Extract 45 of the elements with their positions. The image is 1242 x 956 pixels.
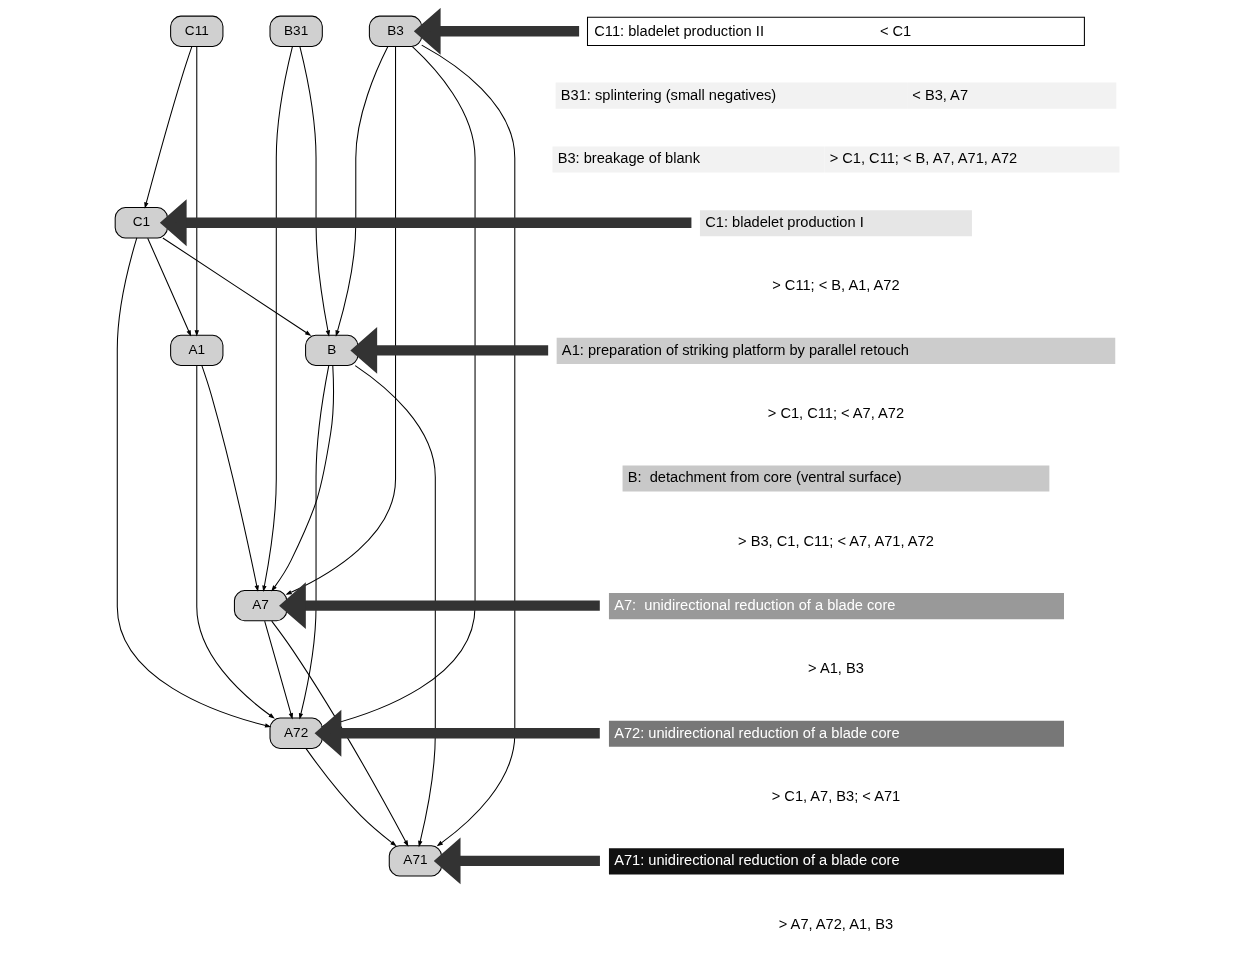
arrow (195, 365, 275, 719)
arrow (335, 46, 388, 337)
arrow (433, 837, 600, 885)
node-box: A1 (169, 334, 223, 367)
node-box: A71 (388, 845, 442, 877)
arrow (194, 46, 199, 337)
arrow (261, 46, 293, 592)
node-box: C11 (169, 15, 223, 47)
node-label: > A7, A72, A1, B3 (778, 915, 893, 932)
arrow (159, 199, 691, 247)
arrow (146, 237, 191, 337)
arrow (298, 365, 329, 720)
node-box: A1: preparation of striking platform by parallel retouch (556, 337, 1115, 364)
node-label: > C1, A7, B3; < A71 (771, 787, 900, 804)
arrow (314, 709, 600, 757)
arrow (200, 365, 259, 592)
node-label: > C11; < B, A1, A72 (771, 277, 900, 294)
node-box: A71: unidirectional reduction of a blade core (608, 848, 1064, 875)
node-box: A7: unidirectional reduction of a blade core (608, 593, 1064, 620)
arrow (349, 326, 548, 374)
node-box: C1: bladelet production I (699, 210, 972, 237)
arrow (305, 748, 397, 847)
arrow (354, 365, 436, 848)
arrow (278, 582, 600, 630)
node-box: A72: unidirectional reduction of a blade core (608, 720, 1064, 747)
node-box: A72 (269, 717, 323, 749)
arrow (263, 620, 293, 720)
arrow (143, 46, 192, 209)
node-box: B: detachment from core (ventral surface) (622, 465, 1049, 492)
node-box: B (304, 334, 358, 367)
arrow (116, 237, 271, 728)
node-box: A7 (233, 589, 287, 622)
node-label: > A1, B3 (807, 660, 864, 677)
arrow (420, 44, 515, 847)
node-label: > C1, C11; < A7, A72 (767, 405, 904, 422)
arrow (161, 237, 311, 336)
arrow (270, 365, 334, 592)
arrow (413, 8, 579, 55)
arrow (270, 620, 408, 847)
arrow (298, 46, 330, 337)
node-box: B31 (269, 15, 323, 47)
node-label: > B3, C1, C11; < A7, A71, A72 (737, 532, 934, 549)
arrow (284, 46, 396, 595)
node-box: C1 (114, 207, 168, 239)
node-box: B3 (368, 15, 422, 47)
